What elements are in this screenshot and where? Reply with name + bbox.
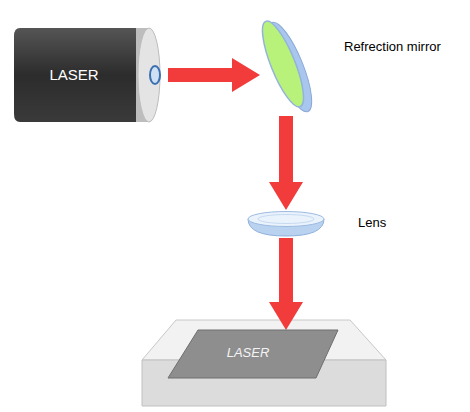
device-label: LASER [10,66,138,83]
focusing-lens: Lens [246,210,326,238]
laser-beam-arrow [168,58,260,92]
mirror-shape [260,16,312,116]
laser-source: LASER [10,26,168,124]
laser-beam-arrow [269,116,303,210]
lens-shape [246,210,326,238]
workpiece: LASER [168,330,338,378]
device-label: LASER [168,345,328,360]
part-label: Lens [358,215,386,230]
laser-beam-arrow [269,238,303,330]
reflection-mirror: Refrection mirror [260,16,312,116]
part-label: Refrection mirror [344,39,441,54]
